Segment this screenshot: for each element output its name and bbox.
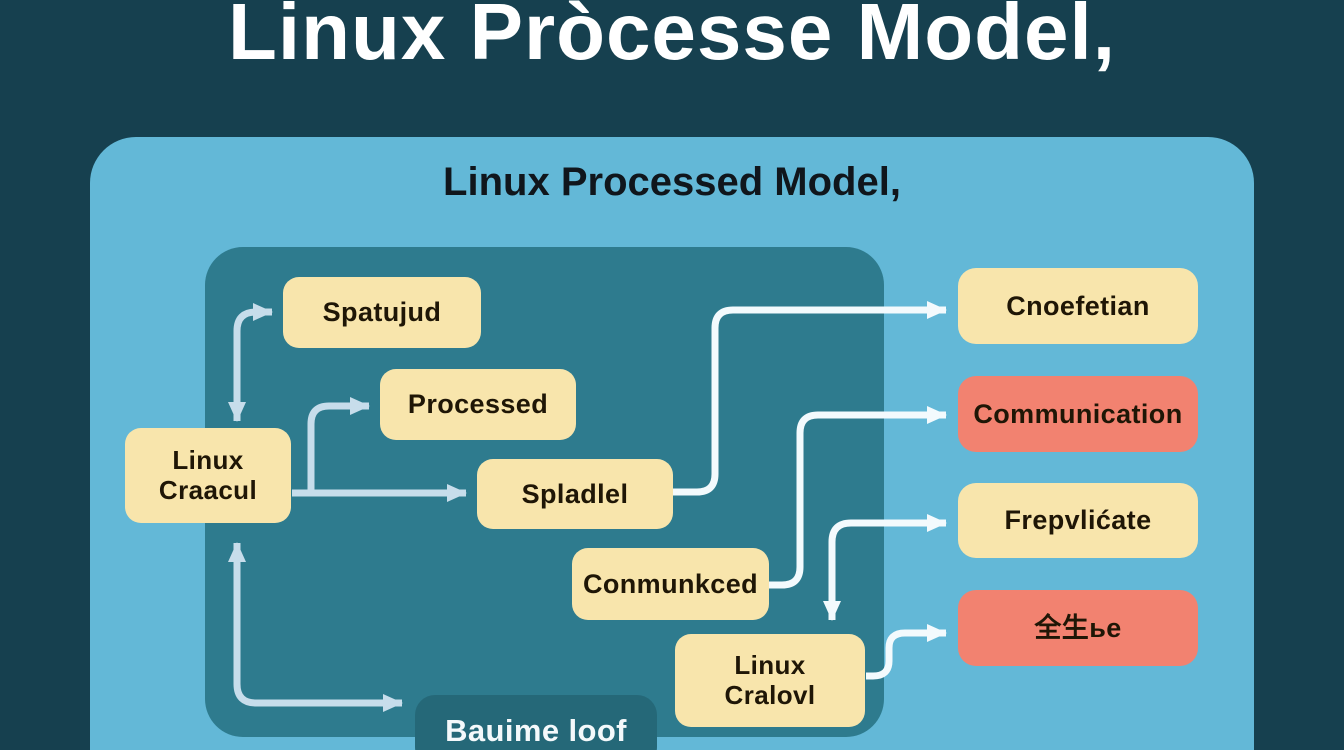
node-communication: Communication <box>958 376 1198 452</box>
node-conmunkced: Conmunkced <box>572 548 769 620</box>
node-cnoefetian: Cnoefetian <box>958 268 1198 344</box>
node-bauime-loof: Bauime loof <box>415 695 657 750</box>
node-spatujud: Spatujud <box>283 277 481 348</box>
node-linux-cralovl: Linux Cralovl <box>675 634 865 727</box>
node-frepvlicate: Frepvlićate <box>958 483 1198 558</box>
panel-title: Linux Processed Model, <box>443 160 901 204</box>
page-title: Linux Pròcesse Model, <box>228 0 1116 76</box>
node-processed: Processed <box>380 369 576 440</box>
node-quansheng: 全生ье <box>958 590 1198 666</box>
node-linux-craacul: Linux Craacul <box>125 428 291 523</box>
node-spladlel: Spladlel <box>477 459 673 529</box>
